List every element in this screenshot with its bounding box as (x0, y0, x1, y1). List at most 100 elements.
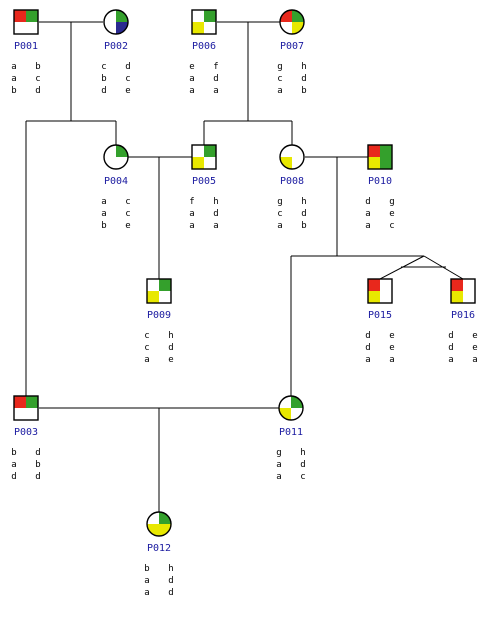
allele-value: c (144, 331, 149, 341)
allele-value: d (448, 343, 453, 353)
allele-value: b (11, 448, 16, 458)
individual-id-label: P016 (451, 310, 475, 321)
allele-value: h (168, 564, 173, 574)
allele-value: b (35, 62, 40, 72)
allele-value: a (189, 74, 194, 84)
allele-value: a (277, 221, 282, 231)
female-circle-symbol (103, 9, 129, 35)
female-circle-symbol (279, 144, 305, 170)
allele-value: a (276, 460, 281, 470)
allele-value: d (168, 576, 173, 586)
allele-value: g (389, 197, 394, 207)
allele-value: d (101, 86, 106, 96)
allele-value: g (277, 197, 282, 207)
individual-id-label: P008 (280, 176, 304, 187)
individual-id-label: P005 (192, 176, 216, 187)
individual-id-label: P015 (368, 310, 392, 321)
allele-value: a (189, 86, 194, 96)
allele-value: a (11, 74, 16, 84)
allele-value: b (35, 460, 40, 470)
allele-value: h (301, 197, 306, 207)
allele-value: d (365, 331, 370, 341)
allele-value: e (189, 62, 194, 72)
allele-value: b (101, 74, 106, 84)
allele-value: d (168, 588, 173, 598)
allele-value: e (168, 355, 173, 365)
allele-value: a (144, 355, 149, 365)
allele-value: c (389, 221, 394, 231)
allele-value: d (365, 343, 370, 353)
individual-id-label: P010 (368, 176, 392, 187)
allele-value: a (144, 588, 149, 598)
allele-value: a (213, 221, 218, 231)
allele-value: a (11, 62, 16, 72)
individual-id-label: P011 (279, 427, 303, 438)
allele-value: h (213, 197, 218, 207)
allele-value: c (125, 197, 130, 207)
individual-id-label: P007 (280, 41, 304, 52)
allele-value: a (276, 472, 281, 482)
individual-id-label: P002 (104, 41, 128, 52)
female-circle-symbol (103, 144, 129, 170)
allele-value: c (300, 472, 305, 482)
allele-value: e (125, 86, 130, 96)
male-square-symbol (367, 278, 393, 304)
allele-value: a (448, 355, 453, 365)
allele-value: e (389, 331, 394, 341)
allele-value: d (301, 209, 306, 219)
allele-value: g (276, 448, 281, 458)
allele-value: e (472, 343, 477, 353)
allele-value: d (11, 472, 16, 482)
allele-value: a (389, 355, 394, 365)
allele-value: a (189, 209, 194, 219)
allele-value: d (448, 331, 453, 341)
male-square-symbol (450, 278, 476, 304)
allele-value: d (168, 343, 173, 353)
male-square-symbol (146, 278, 172, 304)
allele-value: d (213, 74, 218, 84)
allele-value: a (365, 355, 370, 365)
allele-value: a (101, 197, 106, 207)
allele-value: d (35, 86, 40, 96)
allele-value: h (300, 448, 305, 458)
allele-value: c (35, 74, 40, 84)
allele-value: c (125, 209, 130, 219)
allele-value: d (35, 472, 40, 482)
individual-id-label: P004 (104, 176, 128, 187)
allele-value: e (389, 209, 394, 219)
allele-value: c (277, 74, 282, 84)
allele-value: d (35, 448, 40, 458)
allele-value: c (125, 74, 130, 84)
pedigree-lines (25, 21, 464, 512)
allele-value: b (301, 86, 306, 96)
allele-value: d (213, 209, 218, 219)
male-square-symbol (13, 395, 39, 421)
allele-value: a (472, 355, 477, 365)
allele-value: e (125, 221, 130, 231)
allele-value: a (365, 209, 370, 219)
allele-value: a (144, 576, 149, 586)
individual-id-label: P003 (14, 427, 38, 438)
allele-value: d (125, 62, 130, 72)
male-square-symbol (367, 144, 393, 170)
individual-id-label: P006 (192, 41, 216, 52)
allele-value: c (101, 62, 106, 72)
allele-value: a (101, 209, 106, 219)
allele-value: b (144, 564, 149, 574)
female-circle-symbol (278, 395, 304, 421)
allele-value: f (189, 197, 194, 207)
allele-value: f (213, 62, 218, 72)
individual-id-label: P001 (14, 41, 38, 52)
allele-value: a (189, 221, 194, 231)
